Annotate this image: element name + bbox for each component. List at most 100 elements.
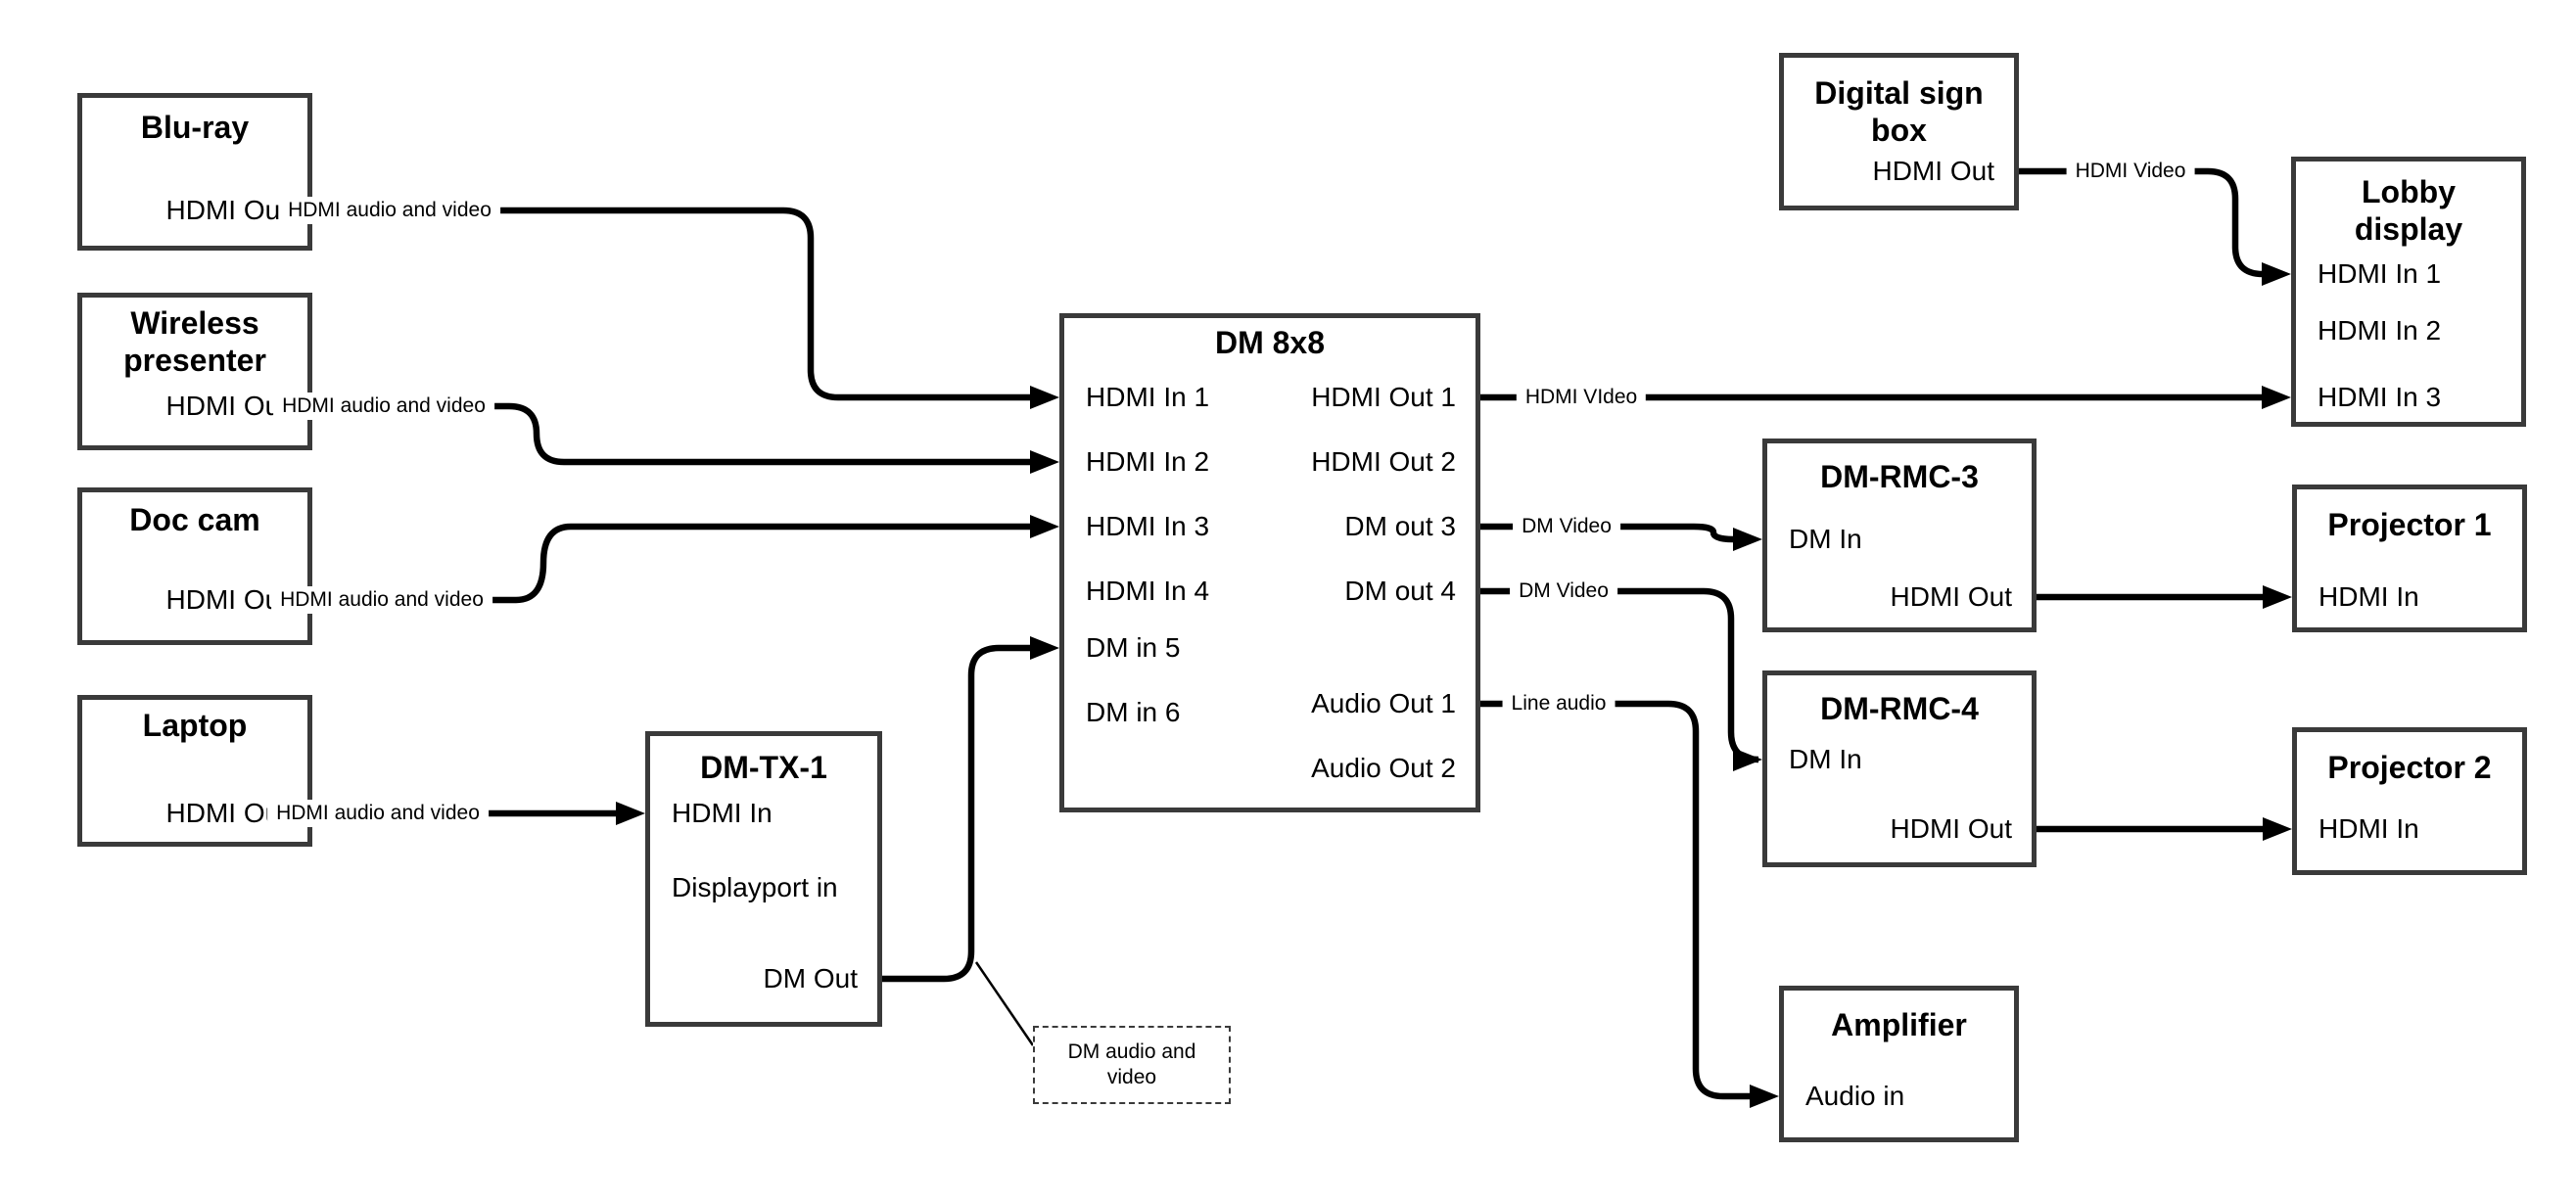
arrowhead-dm8x8-audio1-to-amplifier [1750, 1085, 1779, 1108]
edge-doc-cam-to-dm8x8-in3 [312, 523, 1032, 604]
port-lobby-display-hdmi-in-1: HDMI In 1 [2318, 258, 2442, 289]
node-title-line: Doc cam [129, 502, 260, 537]
node-title-dm-8x8: DM 8x8 [1064, 324, 1475, 361]
node-title-dm-rmc-3: DM-RMC-3 [1767, 458, 2032, 495]
edge-label-laptop-to-dmtx1: HDMI audio and video [267, 800, 489, 827]
port-lobby-display-hdmi-in-3: HDMI In 3 [2318, 382, 2442, 412]
port-dm-8x8-hdmi-in-2: HDMI In 2 [1086, 446, 1210, 477]
note-dm-audio-and-video: DM audio and video [1033, 1026, 1231, 1104]
node-dm-rmc-3[interactable]: DM-RMC-3 DM In HDMI Out [1762, 439, 2037, 632]
arrowhead-rmc4-to-projector2 [2263, 817, 2292, 841]
node-title-line: Projector 2 [2327, 750, 2492, 785]
port-dm-8x8-hdmi-in-3: HDMI In 3 [1086, 511, 1210, 541]
port-dm-rmc-3-hdmi-out: HDMI Out [1890, 581, 2012, 612]
edge-dm8x8-out4-to-rmc4 [1480, 587, 1759, 763]
port-dm-8x8-audio-out-1: Audio Out 1 [1311, 688, 1456, 718]
arrowhead-digital-sign-to-lobby-in1 [2262, 262, 2291, 286]
node-title-line: DM-RMC-3 [1820, 459, 1979, 494]
port-dm-8x8-hdmi-in-4: HDMI In 4 [1086, 576, 1210, 606]
arrowhead-laptop-to-dmtx1 [616, 802, 645, 825]
port-dm-8x8-hdmi-out-1: HDMI Out 1 [1311, 382, 1456, 412]
edge-digital-sign-to-lobby-in1 [2019, 167, 2264, 278]
port-dm-8x8-dm-in-6: DM in 6 [1086, 697, 1181, 727]
arrowhead-dm8x8-out1-to-lobby-in3 [2262, 386, 2291, 409]
edge-wireless-to-dm8x8-in2 [312, 402, 1032, 466]
node-title-line: DM-TX-1 [700, 750, 827, 785]
node-title-line: Projector 1 [2327, 507, 2492, 542]
port-dm-rmc-4-dm-in: DM In [1789, 744, 1862, 774]
arrowhead-rmc3-to-projector1 [2263, 585, 2292, 609]
edge-label-dm8x8-audio1-to-amplifier: Line audio [1502, 690, 1616, 717]
node-title-dm-tx-1: DM-TX-1 [650, 749, 877, 786]
port-dm-8x8-audio-out-2: Audio Out 2 [1311, 753, 1456, 783]
port-dm-8x8-hdmi-out-2: HDMI Out 2 [1311, 446, 1456, 477]
port-dm-8x8-dm-out-3: DM out 3 [1344, 511, 1456, 541]
port-dm-tx-1-dm-out: DM Out [763, 963, 858, 993]
edge-dmtx1-to-dm8x8-in5 [882, 644, 1032, 983]
node-title-line: box [1871, 113, 1927, 148]
node-title-line: presenter [123, 343, 266, 378]
node-title-line: Digital sign [1814, 75, 1984, 111]
port-doc-cam-hdmi-out: HDMI Out [165, 584, 288, 615]
port-wireless-presenter-hdmi-out: HDMI Out [165, 391, 288, 421]
port-dm-tx-1-hdmi-in: HDMI In [672, 798, 773, 828]
node-title-line: Amplifier [1831, 1007, 1967, 1042]
port-amplifier-audio-in: Audio in [1805, 1081, 1905, 1111]
edge-label-dm8x8-out4-to-rmc4: DM Video [1510, 577, 1617, 605]
arrowhead-doc-cam-to-dm8x8-in3 [1030, 515, 1059, 538]
node-title-doc-cam: Doc cam [82, 501, 307, 538]
edge-label-doc-cam-to-dm8x8-in3: HDMI audio and video [271, 586, 492, 614]
node-title-line: Laptop [142, 708, 248, 743]
port-lobby-display-hdmi-in-2: HDMI In 2 [2318, 315, 2442, 346]
node-title-line: Blu-ray [140, 110, 250, 145]
port-dm-8x8-hdmi-in-1: HDMI In 1 [1086, 382, 1210, 412]
arrowhead-blu-ray-to-dm8x8-in1 [1030, 386, 1059, 409]
port-dm-8x8-dm-in-5: DM in 5 [1086, 632, 1181, 663]
edge-label-wireless-to-dm8x8-in2: HDMI audio and video [273, 393, 494, 420]
edge-label-dm8x8-out3-to-rmc3: DM Video [1513, 513, 1620, 540]
node-title-laptop: Laptop [82, 707, 307, 744]
port-dm-rmc-3-dm-in: DM In [1789, 524, 1862, 554]
node-projector-1[interactable]: Projector 1 HDMI In [2292, 485, 2527, 632]
port-projector-1-hdmi-in: HDMI In [2318, 581, 2419, 612]
port-blu-ray-hdmi-out: HDMI Out [165, 195, 288, 225]
node-projector-2[interactable]: Projector 2 HDMI In [2292, 727, 2527, 875]
edge-label-blu-ray-to-dm8x8-in1: HDMI audio and video [279, 197, 500, 224]
port-projector-2-hdmi-in: HDMI In [2318, 813, 2419, 844]
edge-label-dm8x8-out1-to-lobby-in3: HDMI VIdeo [1516, 384, 1647, 411]
arrowhead-dmtx1-to-dm8x8-in5 [1030, 636, 1059, 660]
edge-dm8x8-out3-to-rmc3 [1480, 523, 1734, 543]
node-title-line: DM-RMC-4 [1820, 691, 1979, 726]
node-title-dm-rmc-4: DM-RMC-4 [1767, 690, 2032, 727]
arrowhead-dm8x8-out3-to-rmc3 [1733, 528, 1762, 551]
port-dm-rmc-4-hdmi-out: HDMI Out [1890, 813, 2012, 844]
node-title-blu-ray: Blu-ray [82, 109, 307, 146]
arrowhead-dm8x8-out4-to-rmc4 [1733, 748, 1762, 771]
node-title-line: display [2354, 211, 2463, 247]
node-title-line: Lobby [2362, 174, 2456, 209]
port-dm-tx-1-displayport-in: Displayport in [672, 872, 838, 902]
arrowhead-wireless-to-dm8x8-in2 [1030, 450, 1059, 474]
port-dm-8x8-dm-out-4: DM out 4 [1344, 576, 1456, 606]
edge-label-digital-sign-to-lobby-in1: HDMI Video [2066, 158, 2195, 185]
node-title-line: Wireless [130, 305, 259, 341]
edge-note-callout [974, 961, 1035, 1046]
node-title-line: DM 8x8 [1214, 325, 1326, 360]
node-dm-rmc-4[interactable]: DM-RMC-4 DM In HDMI Out [1762, 670, 2037, 867]
node-title-amplifier: Amplifier [1784, 1006, 2014, 1043]
node-title-projector-1: Projector 1 [2297, 506, 2522, 543]
node-title-projector-2: Projector 2 [2297, 749, 2522, 786]
